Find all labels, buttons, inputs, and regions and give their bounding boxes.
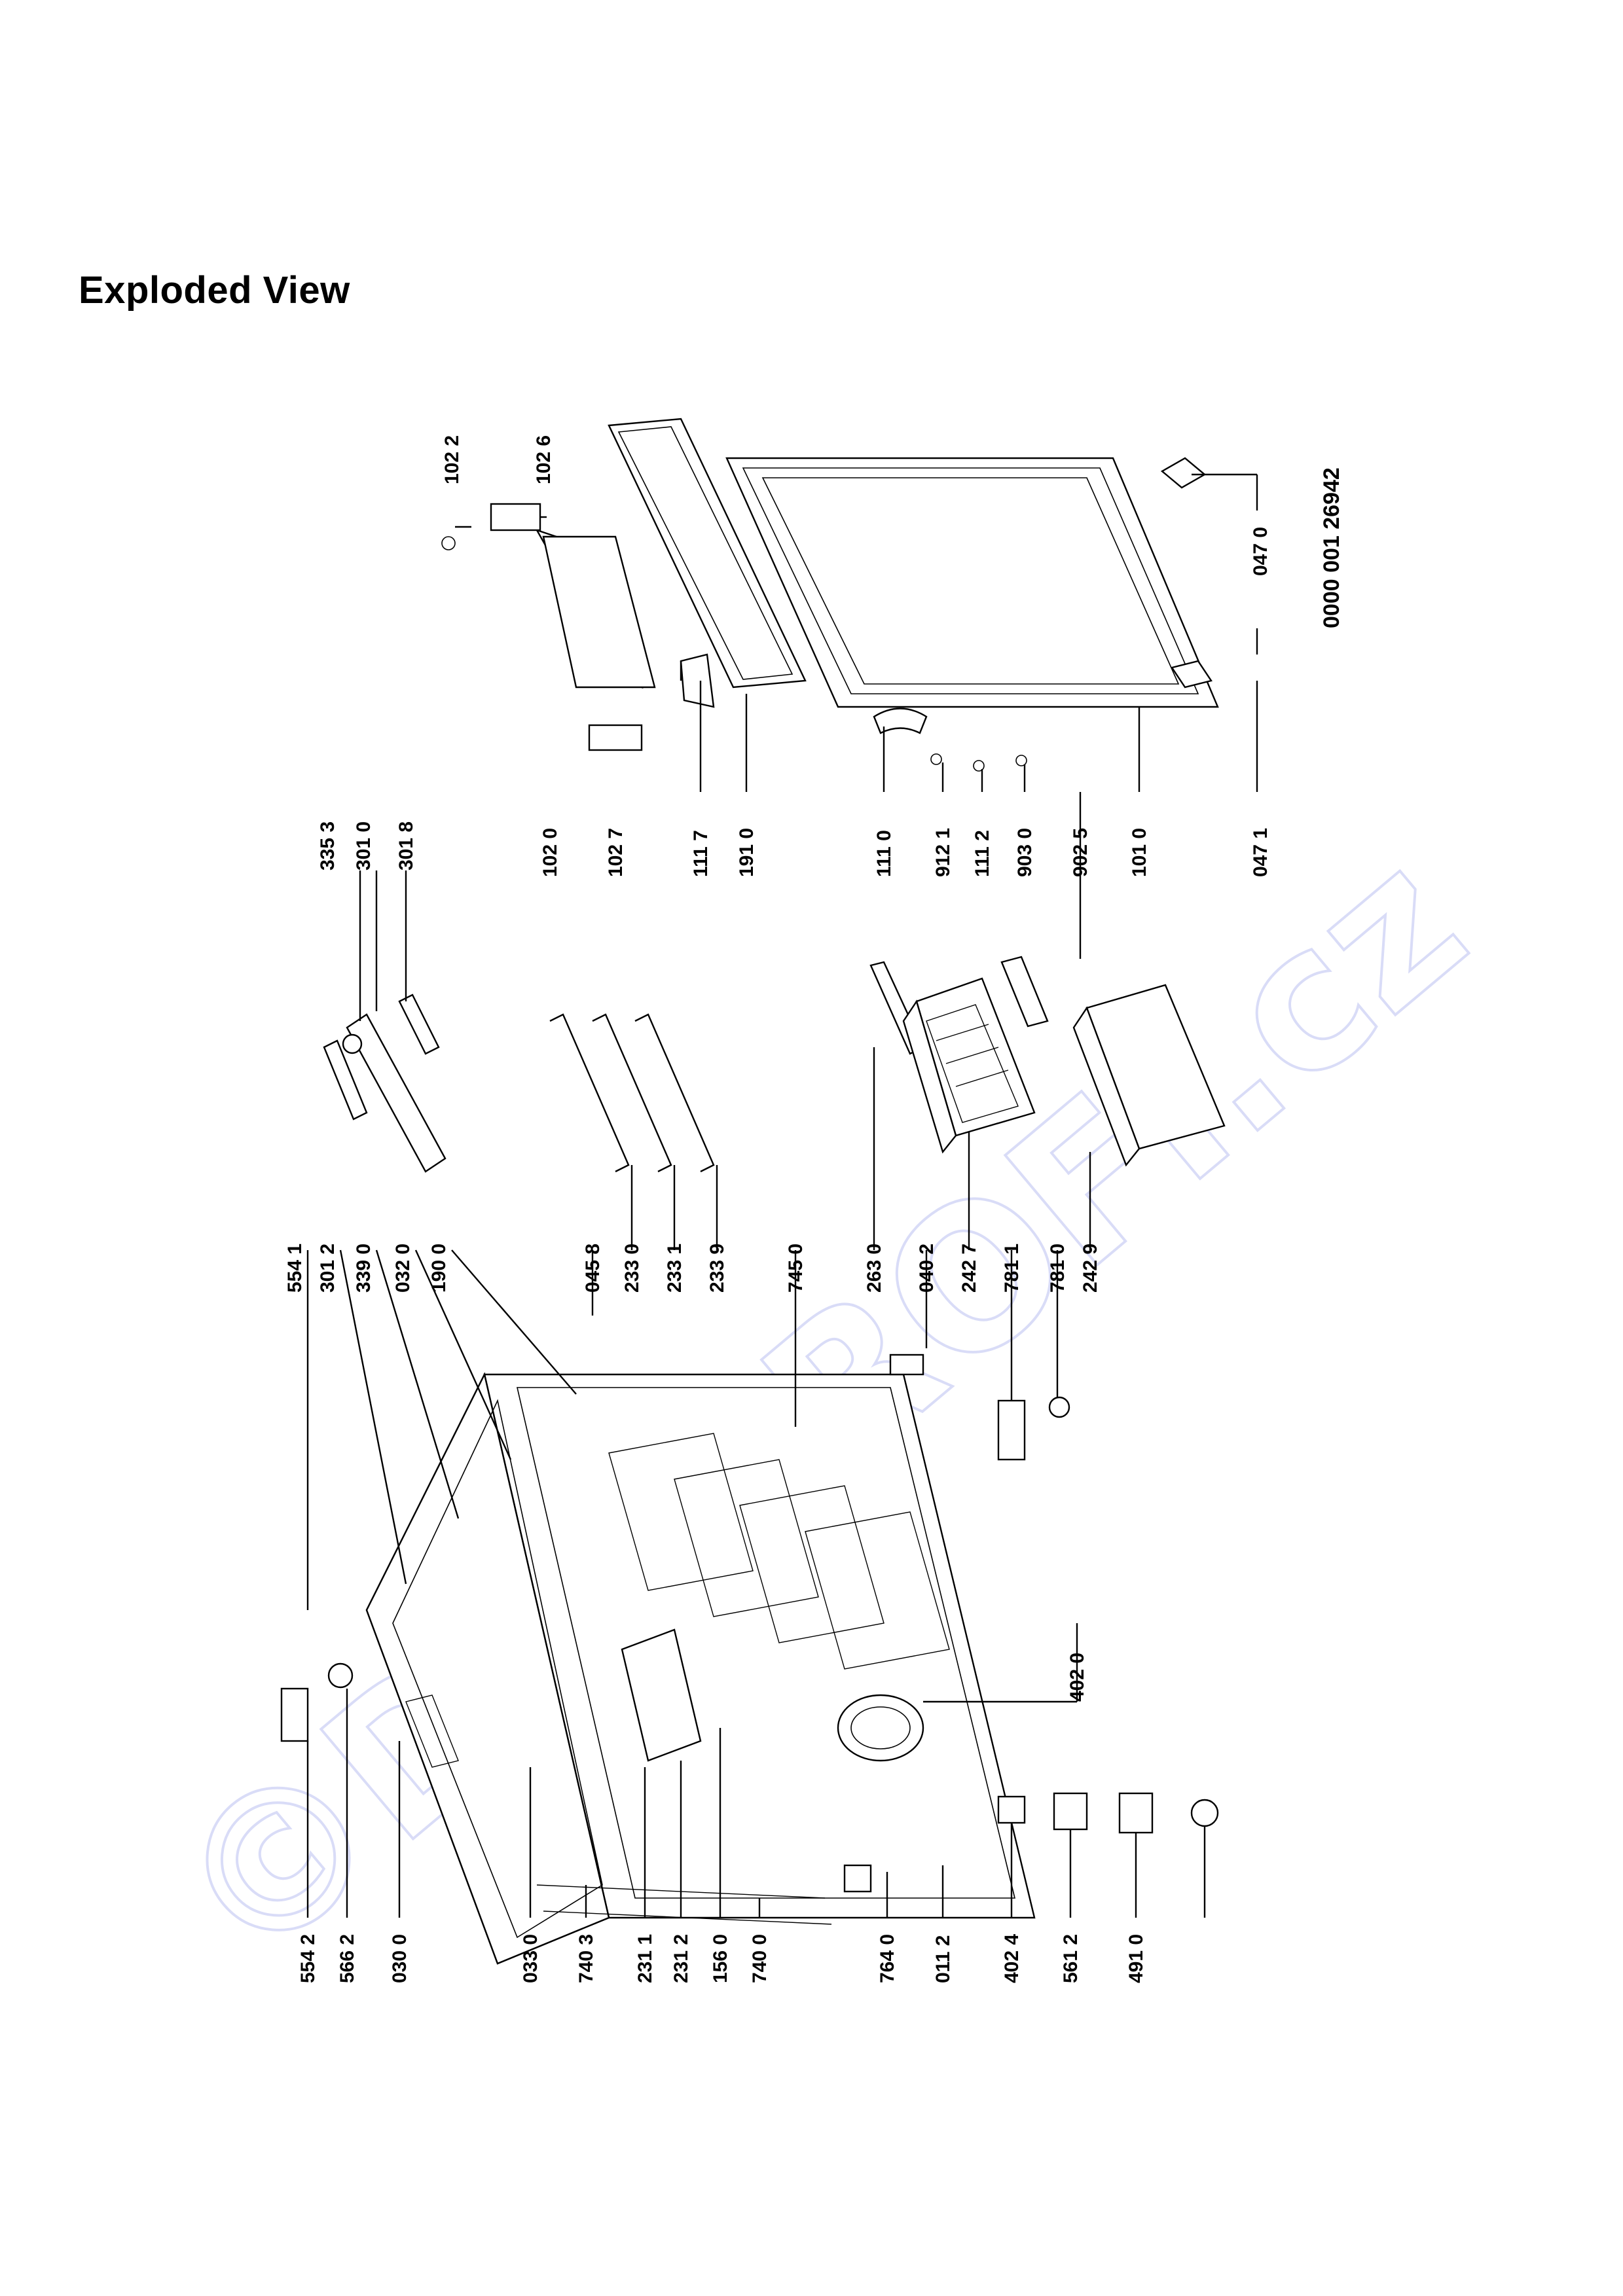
- leader-lines: [306, 473, 1258, 1918]
- top-panel-parts: [323, 994, 447, 1173]
- callout-label: 233 1: [664, 1244, 685, 1293]
- callout-label: 102 2: [441, 435, 463, 484]
- door-gasket: [608, 418, 807, 689]
- callout-label: 111 7: [690, 830, 712, 877]
- callout-label: 263 0: [864, 1244, 885, 1293]
- drawer-upper: [902, 956, 1049, 1154]
- callout-label: 902 5: [1070, 828, 1091, 877]
- callout-label: 047 0: [1250, 527, 1271, 576]
- callout-label: 912 1: [932, 828, 954, 877]
- callout-label: 554 2: [297, 1934, 319, 1983]
- callout-label: 402 4: [1001, 1934, 1023, 1983]
- callout-label: 102 0: [539, 828, 561, 877]
- callout-label: 745 0: [785, 1244, 807, 1293]
- callout-label: 233 0: [621, 1244, 643, 1293]
- loose-parts: [280, 1354, 1219, 1893]
- callout-label: 335 3: [317, 821, 338, 870]
- callout-label: 301 8: [395, 821, 417, 870]
- callout-label: 903 0: [1014, 828, 1036, 877]
- callout-label: 781 1: [1001, 1244, 1023, 1293]
- door-panel: [725, 457, 1219, 708]
- callout-label: 781 0: [1047, 1244, 1068, 1293]
- page-title: Exploded View: [79, 269, 350, 312]
- callout-label: 102 6: [533, 435, 555, 484]
- cabinet-body: [365, 1372, 1036, 1965]
- callout-label: 402 0: [1067, 1653, 1088, 1702]
- callout-label: 242 7: [958, 1244, 980, 1293]
- shelf-rails: [549, 961, 924, 1173]
- callout-label: 554 1: [284, 1244, 306, 1293]
- callout-label: 242 9: [1080, 1244, 1101, 1293]
- callout-label: 231 2: [670, 1934, 692, 1983]
- door-hinge-parts: [441, 457, 1213, 772]
- drawing-code: 0000 001 26942: [1319, 467, 1344, 628]
- callout-label: 740 3: [575, 1934, 597, 1983]
- callout-label: 566 2: [337, 1934, 358, 1983]
- callout-label: 045 8: [582, 1244, 604, 1293]
- callout-label: 561 2: [1060, 1934, 1082, 1983]
- callout-label: 111 0: [873, 830, 895, 877]
- callout-label: 764 0: [877, 1934, 898, 1983]
- callout-label: 032 0: [392, 1244, 414, 1293]
- callout-label: 040 2: [916, 1244, 938, 1293]
- callout-label: 111 2: [972, 830, 993, 877]
- callout-label: 047 1: [1250, 828, 1271, 877]
- callout-label: 030 0: [389, 1934, 410, 1983]
- callout-label: 101 0: [1129, 828, 1150, 877]
- callout-label: 740 0: [749, 1934, 771, 1983]
- callout-label: 233 9: [706, 1244, 728, 1293]
- callout-label: 033 0: [520, 1934, 541, 1983]
- callout-label: 102 7: [605, 828, 627, 877]
- callout-label: 339 0: [353, 1244, 374, 1293]
- callout-label: 301 2: [317, 1244, 338, 1293]
- callout-label: 190 0: [428, 1244, 450, 1293]
- callout-label: 156 0: [710, 1934, 731, 1983]
- callout-label: 011 2: [932, 1935, 954, 1983]
- callout-label: 231 1: [634, 1934, 656, 1983]
- door-shelf: [535, 528, 656, 689]
- callout-label: 191 0: [736, 828, 757, 877]
- callout-labels: 102 2 102 6 102 0 102 7 111 7 191 0 111 …: [284, 435, 1271, 1983]
- callout-label: 491 0: [1125, 1934, 1147, 1983]
- drawer-lower: [1072, 984, 1226, 1167]
- callout-label: 301 0: [353, 821, 374, 870]
